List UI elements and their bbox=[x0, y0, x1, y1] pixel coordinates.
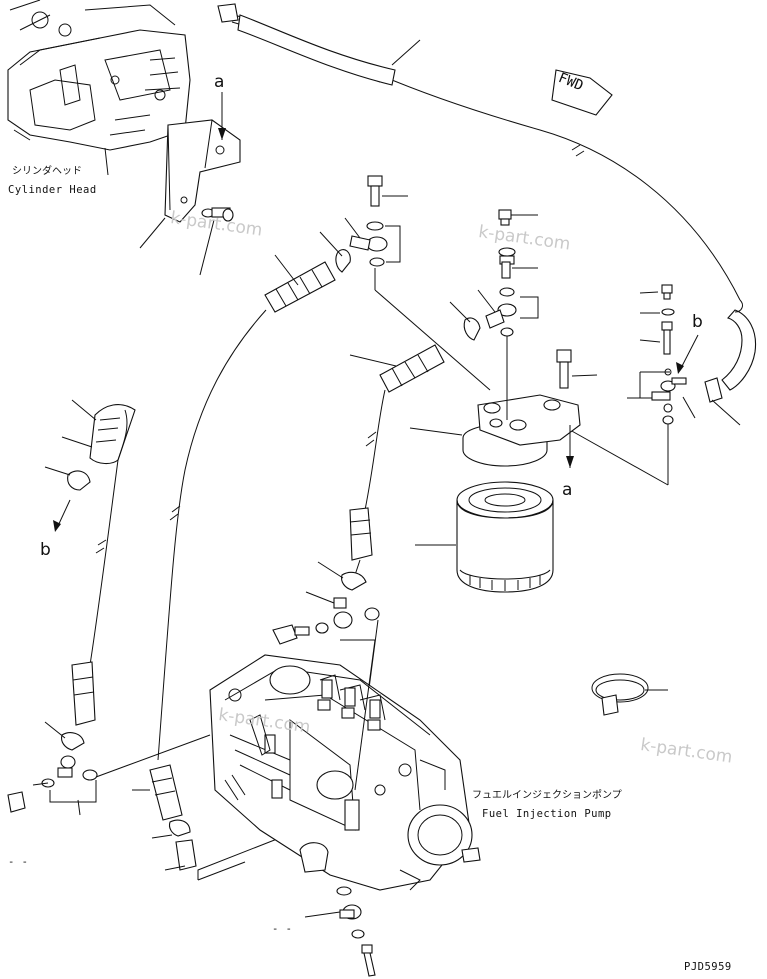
tee-fitting-right bbox=[569, 368, 696, 486]
filter-head-bolts bbox=[374, 209, 539, 420]
filter-side-bolt bbox=[556, 349, 598, 389]
fuel-pump-label-en: Fuel Injection Pump bbox=[482, 808, 612, 820]
mounting-bracket bbox=[139, 119, 241, 249]
filter-head bbox=[409, 394, 581, 467]
fuel-injection-pump bbox=[209, 654, 481, 891]
ref-b-left: b bbox=[40, 540, 51, 560]
hose-upper-center bbox=[157, 254, 336, 761]
cylinder-head-label-jp: シリンダヘッド bbox=[12, 166, 82, 177]
return-hose-top bbox=[217, 3, 741, 301]
hose-center bbox=[317, 344, 445, 591]
bolts-right bbox=[639, 284, 675, 355]
drawing-number: PJD5959 bbox=[684, 961, 732, 973]
hose-left bbox=[44, 399, 136, 666]
fuel-filter-cartridge bbox=[415, 481, 554, 593]
dash-label-left: - - bbox=[8, 856, 29, 868]
cylinder-head-label-en: Cylinder Head bbox=[8, 184, 97, 196]
ref-a-top: a bbox=[214, 72, 225, 92]
ref-b-right: b bbox=[692, 312, 703, 332]
fuel-pump-label-jp: フュエルインジェクションポンプ bbox=[472, 790, 622, 801]
banjo-bolt-center bbox=[319, 175, 408, 273]
fwd-arrow-box bbox=[551, 69, 613, 116]
hose-right bbox=[704, 299, 757, 426]
hose-left-lower bbox=[7, 661, 211, 816]
hose-bottom bbox=[132, 764, 301, 881]
banjo-fitting-head bbox=[199, 207, 234, 276]
dash-label-bottom: - - bbox=[272, 923, 293, 935]
ref-a-filter: a bbox=[562, 480, 573, 500]
cable-tie bbox=[591, 673, 668, 716]
cylinder-head bbox=[7, 0, 191, 176]
outlet-fittings-bottom bbox=[304, 886, 376, 977]
